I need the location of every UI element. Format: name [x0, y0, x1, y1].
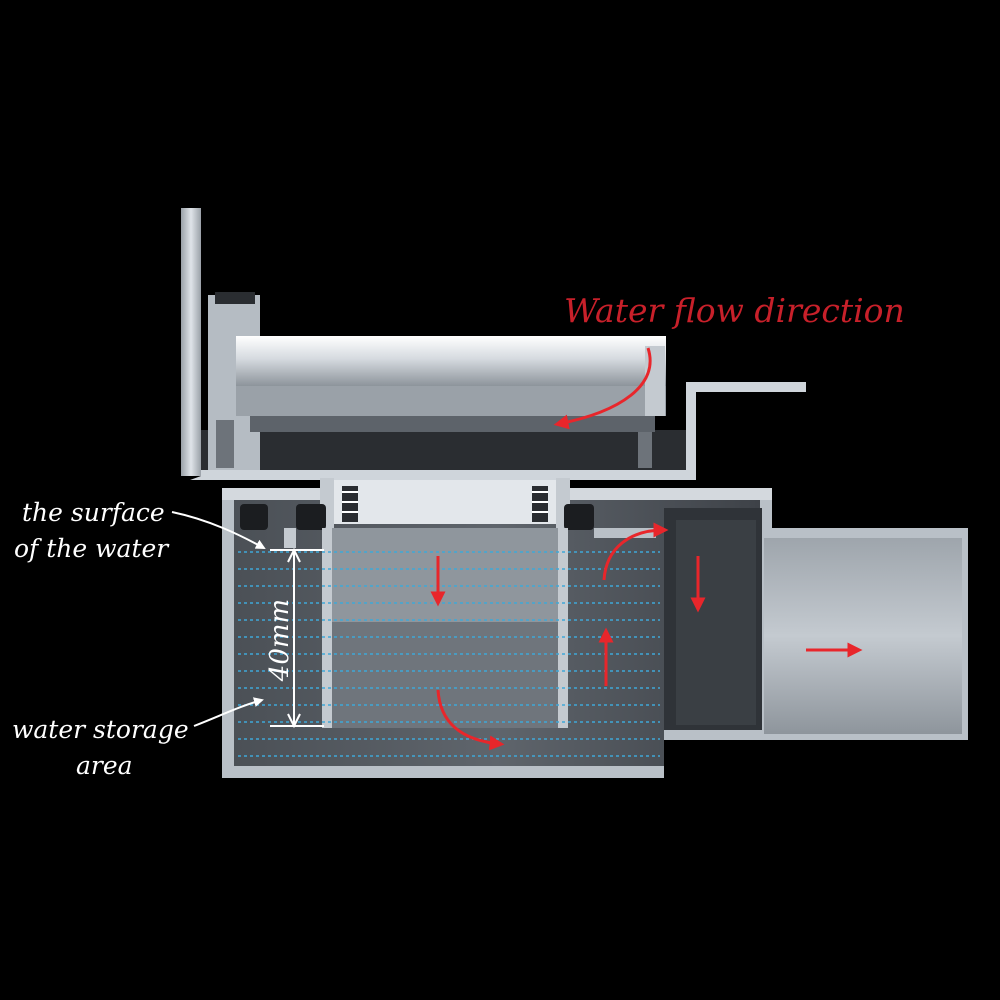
dimension-marker	[270, 547, 324, 729]
surface-label-line1: the surface	[22, 498, 165, 527]
storage-label-line1: water storage	[12, 715, 189, 744]
surface-label: the surface of the water	[14, 498, 266, 563]
surface-leader-line	[171, 511, 266, 549]
grate-cover	[236, 336, 666, 432]
surface-label-line2: of the water	[14, 534, 170, 563]
flow-arrow-curve-top	[602, 522, 669, 581]
water-flow-direction-label: Water flow direction	[564, 291, 905, 330]
flow-arrows	[430, 347, 863, 751]
trap-inner-cup	[240, 478, 656, 728]
flow-arrow-grate	[553, 347, 652, 430]
dimension-label: 40mm	[265, 599, 295, 682]
storage-label-line2: area	[76, 751, 133, 780]
storage-leader-line	[193, 697, 264, 727]
storage-label: water storage area	[12, 697, 264, 780]
flow-arrow-curve-bottom	[436, 689, 505, 751]
